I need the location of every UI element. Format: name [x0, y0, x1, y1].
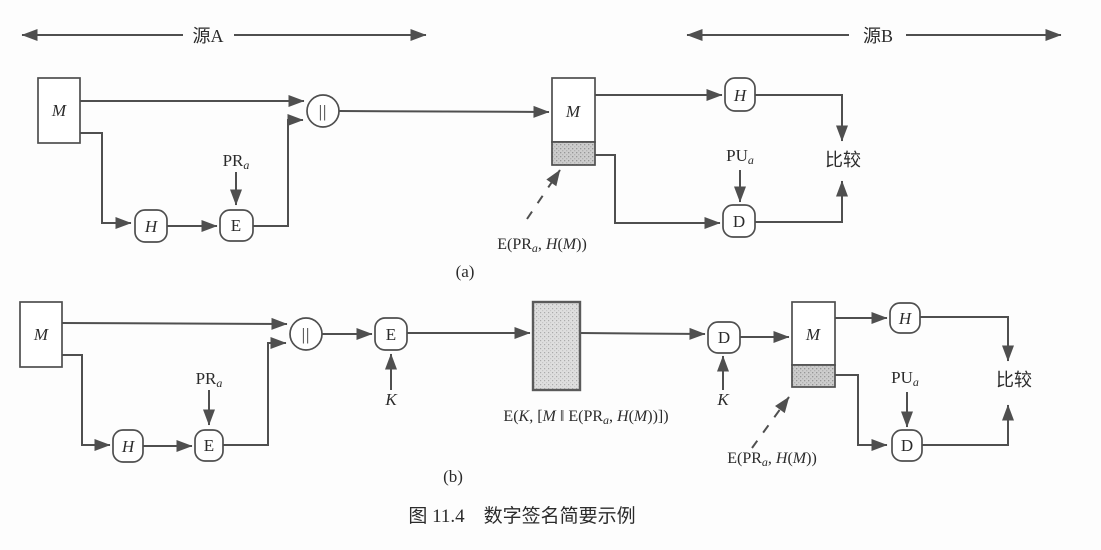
arrow-b-ciphertext-to-decrypt: [579, 327, 706, 340]
arrow-a-decrypt-to-compare: [755, 180, 848, 223]
hash-node-b-dest: [889, 302, 921, 334]
message-box-a-received: [551, 77, 596, 143]
public-key-label-b: PUa: [891, 368, 919, 389]
encrypt-label: E: [204, 436, 214, 455]
callout-a-signature-pointer: [526, 169, 561, 220]
concat-node-a: [306, 94, 340, 128]
decrypt-node-b-outer: [707, 321, 741, 354]
source-b-span: 源B: [686, 26, 1062, 46]
signature-block-b: [791, 364, 836, 388]
panel-b-connectors: [61, 312, 1014, 452]
panel-b-label: (b): [443, 467, 463, 486]
arrow-a-m-to-hash: [80, 132, 132, 229]
hash-label: H: [898, 309, 913, 328]
message-label: M: [565, 102, 581, 121]
message-label: M: [805, 325, 821, 344]
decrypt-label: D: [718, 328, 730, 347]
arrow-b-encrypt-to-concat: [223, 337, 287, 446]
concat-symbol: ||: [319, 102, 328, 121]
arrow-a-concat-to-receiver: [338, 105, 550, 118]
message-box-b-received: [791, 301, 836, 366]
arrow-b-m-to-hash: [62, 354, 111, 451]
decrypt-node-a: [722, 204, 756, 238]
decrypt-label: D: [733, 212, 745, 231]
encrypt-node-b-inner: [194, 429, 224, 462]
panel-a-connectors: [80, 89, 848, 232]
hash-label: H: [144, 217, 159, 236]
private-key-label-b: PRa: [196, 369, 223, 390]
panel-b-nodes: M || H E PRa E K D K M H PUa D 比较 E(K, […: [19, 300, 1032, 486]
signature-formula-b: E(PRa, H(M)): [727, 450, 817, 469]
hash-node-a-dest: [724, 77, 756, 112]
encrypt-node-b-outer: [374, 317, 408, 351]
callout-b-signature-pointer: [751, 396, 790, 449]
arrow-a-hash-to-compare: [755, 94, 848, 142]
arrow-b-m-to-concat-top: [61, 317, 288, 330]
arrow-a-signature-to-decrypt: [595, 154, 721, 229]
figure-caption: 图 11.4 数字签名简要示例: [408, 505, 635, 527]
public-key-label-a: PUa: [726, 146, 754, 167]
message-box-b-source: [19, 301, 63, 368]
concat-node-b: [289, 317, 323, 351]
source-a-label: 源A: [193, 26, 224, 46]
source-b-label: 源B: [863, 26, 893, 46]
hash-node-a-source: [134, 209, 168, 243]
decrypt-label: D: [901, 436, 913, 455]
arrow-a-encrypt-to-concat: [253, 114, 304, 227]
key-label-b-decrypt: K: [716, 390, 730, 409]
hash-label: H: [733, 86, 748, 105]
panel-a-nodes: M || H E PRa M H PUa D 比较 E(PRa, H(M)) (…: [37, 77, 861, 281]
arrow-b-hash-to-compare: [920, 316, 1014, 362]
hash-node-b-source: [112, 429, 144, 463]
message-label: M: [33, 325, 49, 344]
message-box-a-source: [37, 77, 81, 144]
compare-label-a: 比较: [825, 150, 861, 170]
encrypt-node-a: [219, 209, 254, 242]
source-a-span: 源A: [21, 26, 427, 46]
signature-block-a: [551, 141, 596, 166]
arrow-b-signature-to-decrypt: [835, 374, 888, 451]
hash-label: H: [121, 437, 136, 456]
outer-formula-b: E(K, [M ‖ E(PRa, H(M))]): [503, 408, 668, 427]
ciphertext-block-b: [531, 300, 582, 392]
panel-a-label: (a): [456, 262, 475, 281]
concat-symbol: ||: [302, 325, 311, 344]
private-key-label-a: PRa: [223, 151, 250, 172]
encrypt-label: E: [231, 216, 241, 235]
key-label-b-encrypt: K: [384, 390, 398, 409]
encrypt-label: E: [386, 325, 396, 344]
decrypt-node-b-inner: [891, 429, 923, 462]
message-label: M: [51, 101, 67, 120]
arrow-b-decrypt-to-compare: [922, 404, 1014, 446]
compare-label-b: 比较: [996, 370, 1032, 390]
signature-formula-a: E(PRa, H(M)): [497, 236, 587, 255]
